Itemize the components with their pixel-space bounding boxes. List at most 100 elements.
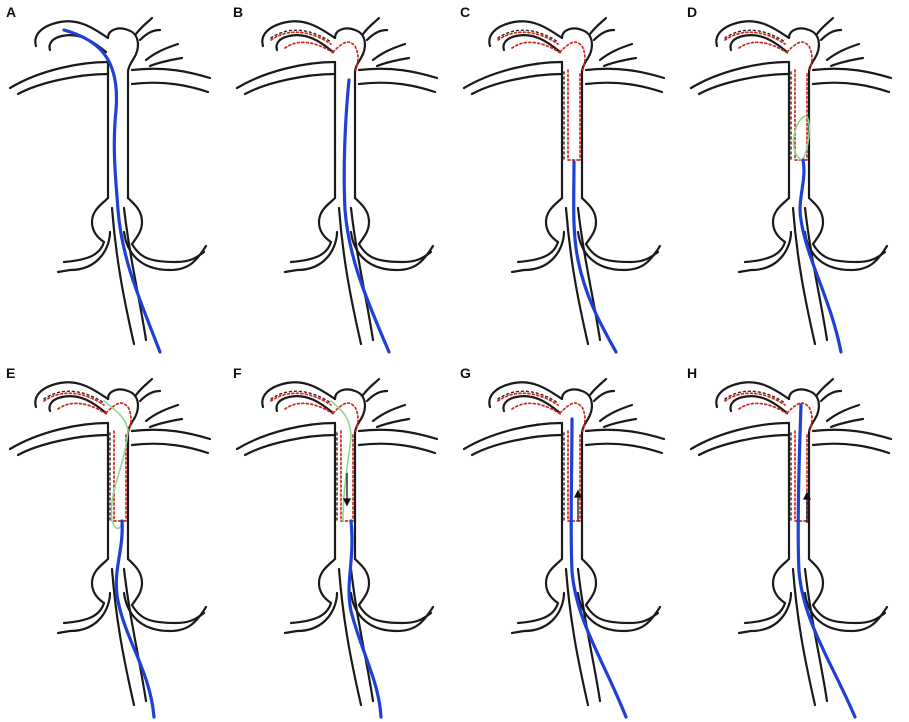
vessel-diagram-g: [454, 361, 681, 722]
arch-branch-outer-outline: [35, 22, 60, 46]
leg-left-outline: [793, 569, 815, 705]
panel-label-d: D: [687, 4, 697, 20]
head-vessel-3-outline: [600, 44, 632, 60]
right-vessel-upper-outline: [132, 430, 210, 439]
knob-marking: [333, 403, 358, 433]
guidewire: [574, 162, 616, 352]
panel-label-e: E: [6, 365, 15, 381]
head-vessel-4-outline: [831, 419, 863, 427]
right-vessel-upper-outline: [359, 430, 437, 439]
vessel-diagram-e: [0, 361, 227, 722]
right-vessel-upper-outline: [132, 69, 210, 78]
head-vessel-2-outline: [821, 30, 841, 40]
left-iliac-inner-outline: [512, 593, 564, 633]
panel-label-c: C: [460, 4, 470, 20]
knob-marking: [787, 42, 812, 72]
left-iliac-bend-outline: [319, 559, 335, 603]
aortic-knob-outline: [562, 389, 592, 433]
panel-label-f: F: [233, 365, 242, 381]
head-vessel-4-outline: [604, 58, 636, 66]
head-vessel-2-outline: [821, 391, 841, 401]
panel-a: A: [0, 0, 227, 361]
arch-branch-tip-outline: [731, 397, 744, 411]
right-iliac-bend-outline: [355, 198, 369, 244]
head-vessel-4-outline: [831, 58, 863, 66]
left-iliac-bend-outline: [546, 198, 562, 242]
arch-branch-tip-outline: [504, 36, 517, 50]
guidewire: [800, 160, 841, 352]
arch-branch-tip-outline: [50, 36, 63, 50]
right-vessel-upper-outline: [586, 430, 664, 439]
right-iliac-outer-outline: [586, 244, 658, 262]
right-vessel-lower-outline: [359, 444, 435, 453]
arch-branch-tip-outline: [277, 36, 290, 50]
left-iliac-inner-outline: [58, 593, 110, 633]
vessel-diagram-d: [681, 0, 908, 361]
arrow-up-head: [575, 491, 581, 497]
panel-g: G: [454, 361, 681, 722]
head-vessel-2-outline: [367, 391, 387, 401]
left-iliac-bend-outline: [773, 198, 789, 242]
right-iliac-outer-outline: [813, 244, 885, 262]
right-iliac-bend-outline: [582, 198, 596, 244]
left-iliac-bend-outline: [92, 559, 108, 603]
panel-b: B: [227, 0, 454, 361]
aortic-knob-outline: [789, 389, 819, 433]
right-iliac-outer-outline: [359, 605, 431, 623]
right-vessel-lower-outline: [359, 83, 435, 92]
right-vessel-upper-outline: [813, 430, 891, 439]
aortic-knob-outline: [789, 28, 819, 72]
leg-right-outline: [351, 208, 373, 340]
head-vessel-3-outline: [827, 44, 859, 60]
right-iliac-outer-outline: [359, 244, 431, 262]
panel-h: H: [681, 361, 908, 722]
right-iliac-outer-outline: [132, 605, 204, 623]
panel-c: C: [454, 0, 681, 361]
left-iliac-bend-outline: [319, 198, 335, 242]
head-vessel-4-outline: [150, 58, 182, 66]
head-vessel-2-outline: [594, 30, 614, 40]
panel-label-a: A: [6, 4, 16, 20]
head-vessel-2-outline: [140, 30, 160, 40]
right-vessel-lower-outline: [813, 83, 889, 92]
aortic-knob-outline: [108, 389, 138, 433]
left-iliac-bend-outline: [773, 559, 789, 603]
vessel-diagram-b: [227, 0, 454, 361]
head-vessel-3-outline: [600, 405, 632, 421]
leg-left-outline: [566, 208, 588, 344]
panel-f: F: [227, 361, 454, 722]
aortic-knob-outline: [562, 28, 592, 72]
vessel-diagram-f: [227, 361, 454, 722]
panel-label-b: B: [233, 4, 243, 20]
head-vessel-4-outline: [377, 419, 409, 427]
panel-e: E: [0, 361, 227, 722]
vessel-diagram-h: [681, 361, 908, 722]
right-iliac-bend-outline: [355, 559, 369, 605]
right-vessel-lower-outline: [132, 444, 208, 453]
right-vessel-lower-outline: [586, 444, 662, 453]
right-vessel-upper-outline: [359, 69, 437, 78]
head-vessel-3-outline: [373, 405, 405, 421]
left-iliac-bend-outline: [92, 198, 108, 242]
arch-branch-tip-outline: [50, 397, 63, 411]
left-iliac-inner-outline: [285, 593, 337, 633]
right-vessel-lower-outline: [813, 444, 889, 453]
right-iliac-outer-outline: [132, 244, 204, 262]
right-vessel-upper-outline: [586, 69, 664, 78]
head-vessel-2-outline: [140, 391, 160, 401]
panel-d: D: [681, 0, 908, 361]
right-vessel-lower-outline: [132, 83, 208, 92]
left-iliac-inner-outline: [739, 232, 791, 272]
leg-right-outline: [351, 569, 373, 701]
right-iliac-bend-outline: [128, 198, 142, 244]
knob-marking: [560, 42, 585, 72]
head-vessel-4-outline: [604, 419, 636, 427]
right-vessel-upper-outline: [813, 69, 891, 78]
panel-label-h: H: [687, 365, 697, 381]
leg-left-outline: [566, 569, 588, 705]
arch-branch-tip-outline: [277, 397, 290, 411]
arch-branch-tip-outline: [504, 397, 517, 411]
right-vessel-lower-outline: [586, 83, 662, 92]
arrow-down-head: [344, 499, 350, 505]
